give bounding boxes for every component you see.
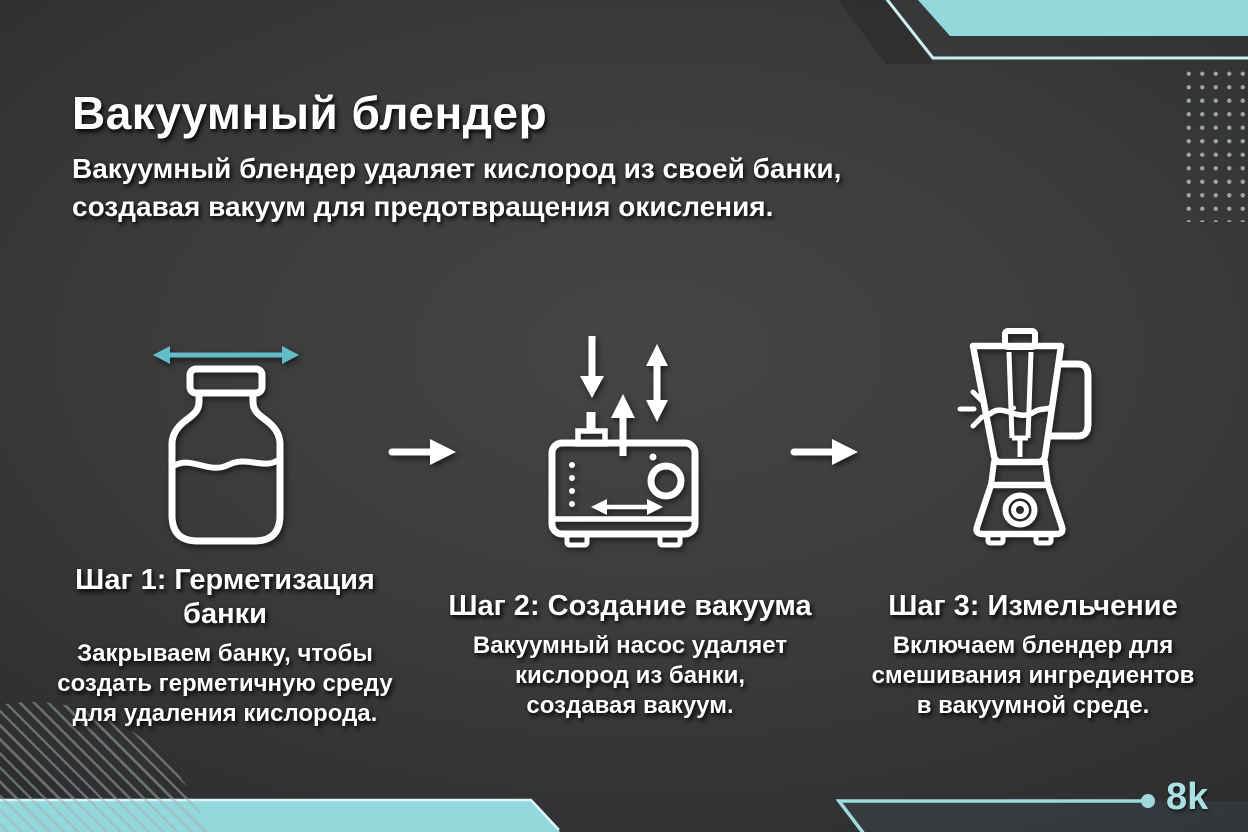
step-description: Вакуумный насос удаляет кислород из банк… — [472, 632, 788, 719]
accent-line-top-right — [885, 0, 1248, 60]
blender-icon — [957, 328, 1092, 546]
arrow-right-icon — [388, 439, 456, 465]
accent-line-bottom-right — [835, 799, 1146, 832]
page-title: Вакуумный блендер — [72, 87, 548, 139]
vibration-lines-icon — [957, 389, 985, 429]
corner-accent-top-right — [918, 0, 1248, 36]
dot-grid-pattern — [1179, 64, 1248, 222]
step-description: Закрываем банку, чтобы создать герметичн… — [57, 640, 393, 727]
width-arrow-icon — [153, 346, 299, 364]
watermark-8k: 8k — [1166, 776, 1209, 818]
page-subtitle: Вакуумный блендер удаляет кислород из св… — [72, 153, 842, 222]
step-heading: Шаг 1: Герметизация банки — [75, 564, 375, 630]
vacuum-pump-icon — [548, 336, 699, 548]
step-2: Шаг 2: Создание вакуума Вакуумный насос … — [430, 589, 830, 721]
step-1: Шаг 1: Герметизация банки Закрываем банк… — [40, 563, 410, 729]
step-description: Включаем блендер для смешивания ингредие… — [871, 632, 1195, 719]
arrow-right-icon — [790, 439, 858, 465]
step-heading: Шаг 2: Создание вакуума — [448, 590, 812, 622]
step-heading: Шаг 3: Измельчение — [888, 590, 1178, 622]
step-3: Шаг 3: Измельчение Включаем блендер для … — [843, 589, 1223, 721]
jar-icon — [153, 346, 299, 545]
accent-line-end-dot — [1141, 794, 1155, 808]
corner-shadow-band — [838, 0, 934, 64]
